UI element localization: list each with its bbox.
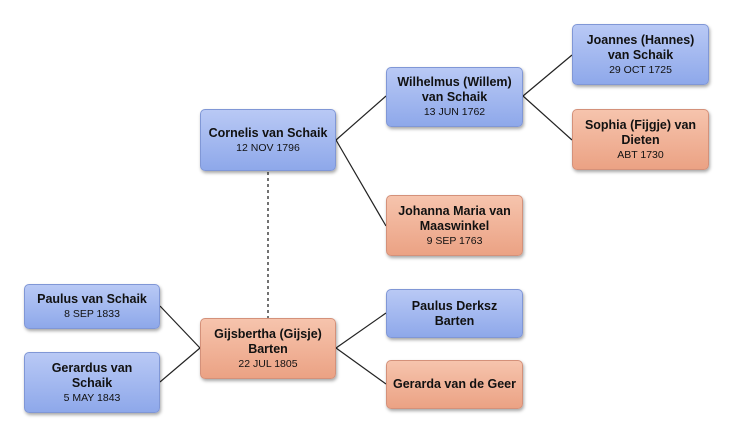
person-name: Gerardus van Schaik: [51, 360, 133, 390]
person-wilhelmus[interactable]: Wilhelmus (Willem) van Schaik 13 JUN 176…: [386, 67, 523, 127]
person-name: Gerarda van de Geer: [393, 377, 516, 391]
person-sophia[interactable]: Sophia (Fijgje) van Dieten ABT 1730: [572, 109, 709, 170]
person-name: Paulus van Schaik: [37, 292, 147, 306]
person-name: Joannes (Hannes) van Schaik: [586, 32, 695, 62]
person-gijsbertha[interactable]: Gijsbertha (Gijsje) Barten 22 JUL 1805: [200, 318, 336, 379]
person-name: Cornelis van Schaik: [208, 125, 328, 140]
person-date: 12 NOV 1796: [236, 141, 300, 154]
link-cornelis-johanna: [335, 139, 387, 227]
person-date: ABT 1730: [617, 148, 664, 161]
person-paulus-derksz[interactable]: Paulus Derksz Barten: [386, 289, 523, 338]
person-name: Wilhelmus (Willem) van Schaik: [397, 75, 512, 104]
person-cornelis[interactable]: Cornelis van Schaik 12 NOV 1796: [200, 109, 336, 171]
link-cornelis-wilhelmus: [335, 95, 387, 141]
link-gerardus-child: [159, 347, 201, 383]
person-name: Gijsbertha (Gijsje) Barten: [214, 326, 322, 356]
person-gerardus-child[interactable]: Gerardus van Schaik 5 MAY 1843: [24, 352, 160, 413]
person-name: Paulus Derksz Barten: [411, 298, 498, 328]
person-name: Johanna Maria van Maaswinkel: [398, 203, 511, 233]
person-johanna[interactable]: Johanna Maria van Maaswinkel 9 SEP 1763: [386, 195, 523, 256]
person-date: 5 MAY 1843: [63, 391, 121, 404]
person-date: 9 SEP 1763: [426, 234, 483, 247]
link-wilhelmus-joannes: [522, 54, 573, 97]
person-name: Sophia (Fijgje) van Dieten: [584, 117, 697, 147]
person-date: 8 SEP 1833: [64, 308, 120, 320]
person-gerarda[interactable]: Gerarda van de Geer: [386, 360, 523, 409]
person-date: 29 OCT 1725: [609, 63, 672, 76]
person-date: 13 JUN 1762: [423, 106, 486, 118]
link-gijsbertha-gerarda: [335, 347, 387, 385]
link-gijsbertha-paulus-derksz: [335, 312, 387, 349]
link-paulus-child: [159, 305, 201, 349]
person-date: 22 JUL 1805: [238, 357, 298, 370]
person-paulus-child[interactable]: Paulus van Schaik 8 SEP 1833: [24, 284, 160, 329]
person-joannes[interactable]: Joannes (Hannes) van Schaik 29 OCT 1725: [572, 24, 709, 85]
link-wilhelmus-sophia: [522, 95, 573, 141]
